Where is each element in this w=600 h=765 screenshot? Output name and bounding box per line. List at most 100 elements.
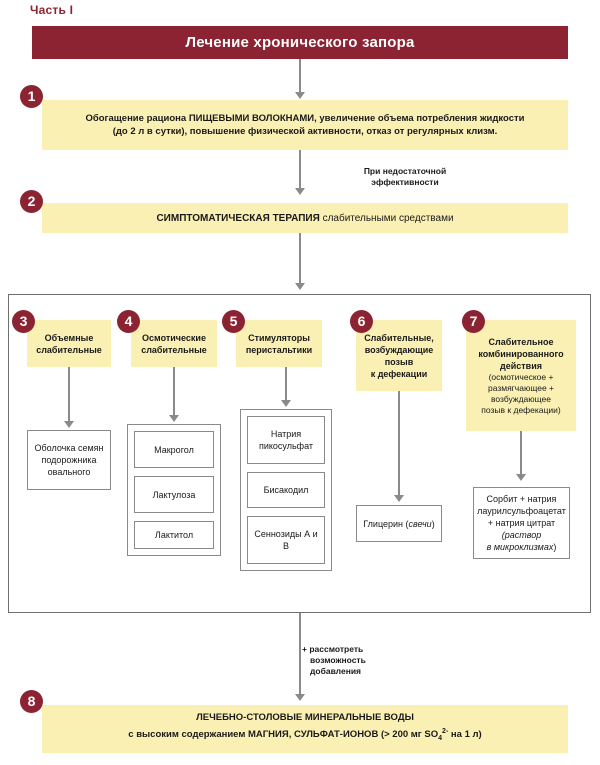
step8-text: ЛЕЧЕБНО-СТОЛОВЫЕ МИНЕРАЛЬНЫЕ ВОДЫ с высо… xyxy=(128,711,481,746)
note-consider-adding: + рассмотреть возможность добавления xyxy=(302,644,422,677)
drug-glycerin-prefix: Глицерин ( xyxy=(363,518,409,529)
cat7-sub-line2: размягчающее + xyxy=(487,382,554,393)
category-header-peristalsis-stimulants: Стимуляторы перистальтики xyxy=(236,320,322,367)
cat3-title-line2: слабительные xyxy=(36,344,102,355)
step1-line1-prefix: Обогащение рациона xyxy=(85,113,189,124)
drug-psyllium-line3: овального xyxy=(47,467,91,477)
category-badge-4: 4 xyxy=(117,310,140,333)
arrow-step1-to-step2-head xyxy=(295,188,305,195)
category-header-bulk-laxatives: Объемные слабительные xyxy=(27,320,111,367)
drug-sorbit-line4: (раствор xyxy=(501,530,542,540)
drug-sorbit-line2: лаурилсульфоацетат xyxy=(477,506,566,516)
step1-line1-caps: ПИЩЕВЫМИ ВОЛОКНАМИ xyxy=(188,113,315,124)
cat6-title-line2: возбуждающие xyxy=(364,344,434,355)
drug-picosulfate-line2: пикосульфат xyxy=(258,441,314,451)
drug-box-sorbitol-combination: Сорбит + натрия лаурилсульфоацетат + нат… xyxy=(473,487,570,559)
drug-box-bisacodyl: Бисакодил xyxy=(247,472,325,508)
drug-sorbit-line3: + натрия цитрат xyxy=(487,518,556,528)
category-header-combined-action: Слабительное комбинированного действия (… xyxy=(466,320,576,431)
step8-line1: ЛЕЧЕБНО-СТОЛОВЫЕ МИНЕРАЛЬНЫЕ ВОДЫ xyxy=(196,712,414,724)
step-badge-2: 2 xyxy=(20,190,43,213)
cat5-title-line1: Стимуляторы xyxy=(248,332,310,343)
arrow-step2-to-group-line xyxy=(299,233,301,284)
step-badge-1: 1 xyxy=(20,85,43,108)
arrow-cat7-line xyxy=(520,431,522,475)
step8-formula-superscript: 2- xyxy=(442,728,449,736)
cat3-title-line1: Объемные xyxy=(44,332,94,343)
cat7-title-line1: Слабительное xyxy=(488,336,554,347)
drug-box-glycerin: Глицерин (свечи) xyxy=(356,505,442,542)
cat7-title-line2: комбинированного xyxy=(478,348,564,359)
cat5-title-line2: перистальтики xyxy=(245,344,313,355)
drug-glycerin-suffix: ) xyxy=(431,518,435,529)
arrow-cat6-line xyxy=(398,391,400,496)
drug-box-psyllium: Оболочка семян подорожника овального xyxy=(27,430,111,490)
drug-box-sennosides: Сеннозиды А и В xyxy=(247,516,325,564)
drug-sorbit-line5-tail: ) xyxy=(553,542,557,552)
cat7-title-line3: действия xyxy=(500,360,542,371)
drug-macrogol-label: Макрогол xyxy=(154,444,194,455)
drug-box-lactulose: Лактулоза xyxy=(134,476,214,513)
step1-text: Обогащение рациона ПИЩЕВЫМИ ВОЛОКНАМИ, у… xyxy=(71,112,538,138)
category-header-defecation-stimulating: Слабительные, возбуждающие позыв к дефек… xyxy=(356,320,442,391)
drug-sorbit-line5: в микроклизмах xyxy=(486,542,554,552)
step8-line2-prefix: с высоким содержанием МАГНИЯ, СУЛЬФАТ-ИО… xyxy=(128,729,439,741)
cat4-title-line2: слабительные xyxy=(141,344,207,355)
category-badge-7: 7 xyxy=(462,310,485,333)
category-badge-5: 5 xyxy=(222,310,245,333)
cat6-title-line3: позыв xyxy=(384,356,414,367)
drug-picosulfate-line1: Натрия xyxy=(270,429,302,439)
cat7-sub-line3: возбуждающее xyxy=(491,393,551,404)
arrow-cat3-head xyxy=(64,421,74,428)
cat7-sub-line1: (осмотическое + xyxy=(488,371,554,382)
arrow-cat6-head xyxy=(394,495,404,502)
step2-text: СИМПТОМАТИЧЕСКАЯ ТЕРАПИЯ слабительными с… xyxy=(156,213,453,224)
step8-formula-subscript: 4 xyxy=(438,735,443,743)
cat4-title-line1: Осмотические xyxy=(142,332,206,343)
arrow-cat5-line xyxy=(285,367,287,401)
note-efficacy-line1: При недостаточной xyxy=(363,166,447,176)
step1-line1-suffix: , увеличение объема потребления жидкости xyxy=(314,113,525,124)
arrow-cat5-head xyxy=(281,400,291,407)
drug-box-lactitol: Лактитол xyxy=(134,521,214,549)
arrow-cat4-head xyxy=(169,415,179,422)
diagram-title-banner: Лечение хронического запора xyxy=(32,26,568,59)
category-header-osmotic-laxatives: Осмотические слабительные xyxy=(131,320,217,367)
step-badge-8: 8 xyxy=(20,690,43,713)
drug-psyllium-line1: Оболочка семян xyxy=(34,443,104,453)
drug-psyllium-line2: подорожника xyxy=(41,455,97,465)
drug-sennosides-label: Сеннозиды А и В xyxy=(254,529,318,551)
step1-panel: Обогащение рациона ПИЩЕВЫМИ ВОЛОКНАМИ, у… xyxy=(42,100,568,150)
arrow-title-to-step1-head xyxy=(295,92,305,99)
note-efficacy-line2: эффективности xyxy=(371,177,439,187)
cat6-title-line1: Слабительные, xyxy=(364,332,434,343)
step1-line2: (до 2 л в сутки), повышение физической а… xyxy=(112,126,498,137)
drug-lactitol-label: Лактитол xyxy=(154,530,194,540)
arrow-group-to-step8-head xyxy=(295,694,305,701)
note-add-line3: добавления xyxy=(310,666,362,676)
note-add-line1: + рассмотреть xyxy=(302,644,364,654)
step2-caps: СИМПТОМАТИЧЕСКАЯ ТЕРАПИЯ xyxy=(156,212,320,224)
drug-lactulose-label: Лактулоза xyxy=(152,489,196,500)
drug-glycerin-form: свечи xyxy=(408,518,432,529)
drug-box-sodium-picosulfate: Натрия пикосульфат xyxy=(247,416,325,464)
step8-panel: ЛЕЧЕБНО-СТОЛОВЫЕ МИНЕРАЛЬНЫЕ ВОДЫ с высо… xyxy=(42,705,568,753)
arrow-group-to-step8-line xyxy=(299,613,301,695)
cat7-sub-line4: позыв к дефекации) xyxy=(481,404,561,415)
step8-line2-suffix: на 1 л) xyxy=(448,729,482,741)
page-title: Лечение хронического запора xyxy=(185,34,415,51)
category-badge-6: 6 xyxy=(350,310,373,333)
step2-rest: слабительными средствами xyxy=(319,212,454,224)
arrow-cat7-head xyxy=(516,474,526,481)
arrow-cat4-line xyxy=(173,367,175,416)
drug-box-macrogol: Макрогол xyxy=(134,431,214,468)
note-insufficient-efficacy: При недостаточной эффективности xyxy=(330,166,480,188)
step2-panel: СИМПТОМАТИЧЕСКАЯ ТЕРАПИЯ слабительными с… xyxy=(42,203,568,233)
arrow-step1-to-step2-line xyxy=(299,150,301,189)
cat6-title-line4: к дефекации xyxy=(370,368,428,379)
arrow-cat3-line xyxy=(68,367,70,422)
drug-bisacodyl-label: Бисакодил xyxy=(263,485,309,495)
drug-sorbit-line1: Сорбит + натрия xyxy=(486,494,557,504)
note-add-line2: возможность xyxy=(310,655,366,665)
part-label: Часть I xyxy=(30,3,74,17)
